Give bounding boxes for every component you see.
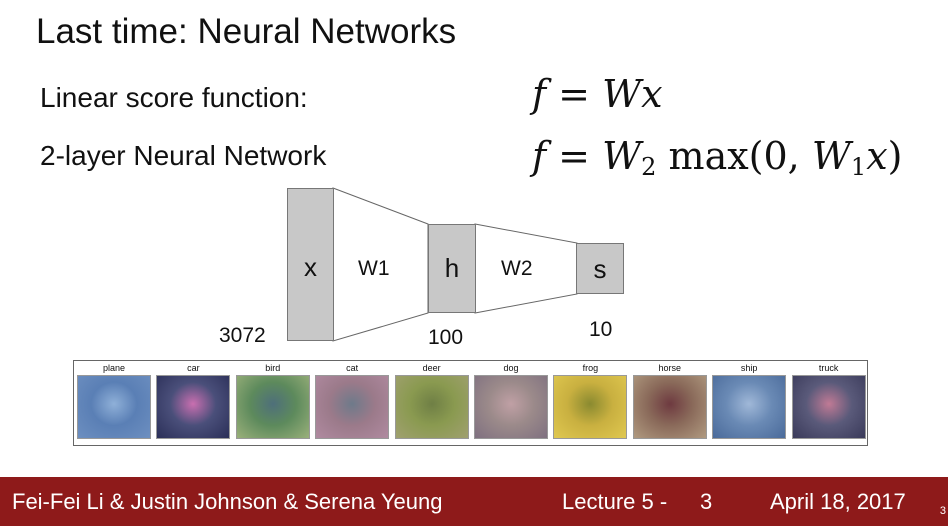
formula-w: W (602, 72, 642, 116)
template-label: horse (658, 363, 682, 373)
input-dim: 3072 (219, 324, 266, 347)
two-layer-formula: f = W2 max(0, W1x) (532, 134, 902, 181)
template-tile: car (155, 361, 231, 439)
template-image (235, 375, 310, 439)
template-tile: truck (791, 361, 867, 439)
template-label: cat (346, 363, 359, 373)
w1-label: W1 (358, 257, 390, 280)
template-label: deer (422, 363, 441, 373)
formula-eq: = (558, 134, 591, 178)
template-tile: bird (235, 361, 311, 439)
two-layer-label: 2-layer Neural Network (40, 140, 327, 171)
template-image (791, 375, 866, 439)
formula-f: f (532, 72, 547, 116)
hidden-layer-box (428, 224, 476, 313)
footer-date: April 18, 2017 (770, 489, 906, 514)
score-layer-label: s (593, 254, 607, 284)
template-tile: plane (76, 361, 152, 439)
formula-x: x (866, 134, 888, 178)
input-layer-label: x (304, 252, 317, 282)
hidden-layer-label: h (444, 253, 460, 283)
formula-max: max(0, (668, 134, 800, 178)
input-layer-box (287, 188, 334, 341)
network-connections (332, 187, 578, 342)
template-image (315, 375, 390, 439)
footer-authors: Fei-Fei Li & Justin Johnson & Serena Yeu… (12, 489, 443, 514)
template-tile: frog (552, 361, 628, 439)
template-image (156, 375, 231, 439)
w2-label: W2 (501, 257, 533, 280)
footer-lecture: Lecture 5 - (562, 489, 668, 514)
slide-title: Last time: Neural Networks (36, 12, 457, 51)
template-image (553, 375, 628, 439)
formula-close: ) (887, 134, 903, 178)
template-label: truck (818, 363, 839, 373)
template-tile: deer (394, 361, 470, 439)
footer-bar: Fei-Fei Li & Justin Johnson & Serena Yeu… (0, 477, 948, 526)
formula-eq: = (558, 72, 591, 116)
linear-formula: f = Wx (532, 72, 663, 116)
template-image (712, 375, 787, 439)
template-image (394, 375, 469, 439)
template-image (474, 375, 548, 439)
formula-f: f (532, 134, 547, 178)
template-tile: horse (632, 361, 708, 439)
hidden-dim: 100 (428, 326, 464, 349)
linear-score-label: Linear score function: (40, 82, 308, 113)
template-strip: plane car bird cat deer dog frog horse ship truck (73, 360, 868, 446)
template-label: plane (102, 363, 126, 373)
template-label: frog (582, 363, 599, 373)
score-dim: 10 (589, 318, 613, 341)
formula-x: x (641, 72, 663, 116)
template-label: car (187, 363, 200, 373)
formula-w2: W (602, 134, 642, 178)
formula-w1: W (811, 134, 851, 178)
template-image (77, 375, 151, 439)
template-label: dog (503, 363, 519, 373)
template-image (632, 375, 707, 439)
formula-w1-sub: 1 (850, 153, 867, 181)
score-layer-box (576, 243, 624, 294)
formula-w2-sub: 2 (641, 153, 657, 181)
template-label: bird (265, 363, 281, 373)
template-tile: ship (711, 361, 787, 439)
template-tile: dog (473, 361, 549, 439)
template-label: ship (740, 363, 758, 373)
footer-lecture-number: 3 (700, 489, 713, 514)
page-number: 3 (939, 505, 946, 517)
template-tile: cat (314, 361, 390, 439)
